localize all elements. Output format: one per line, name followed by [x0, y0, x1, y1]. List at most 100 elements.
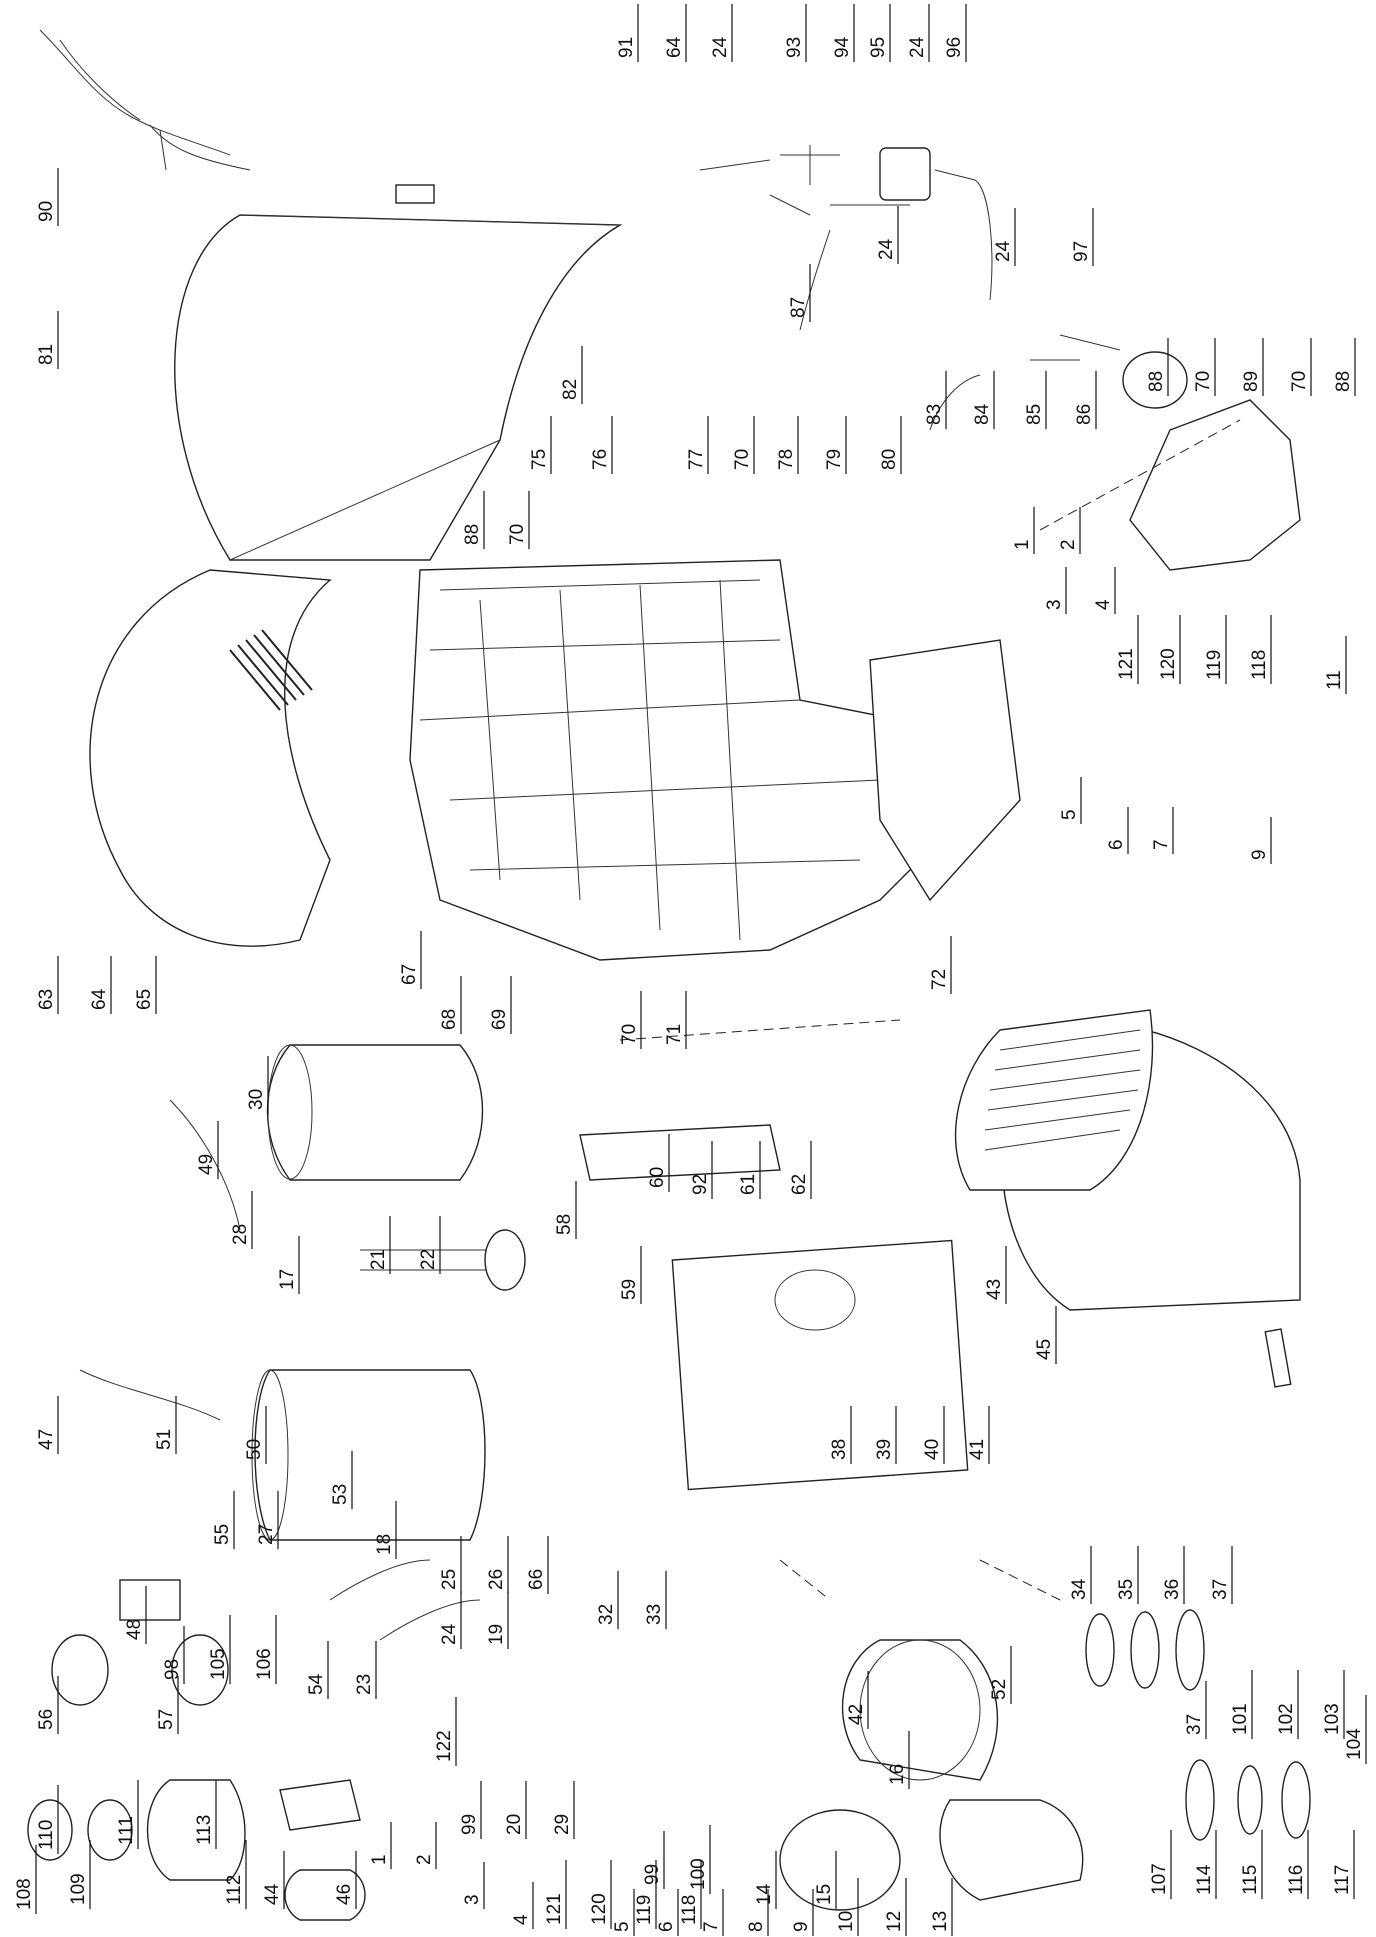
part-callout: 45 [1034, 1306, 1057, 1364]
part-callout: 13 [930, 1878, 953, 1936]
part-number-label: 35 [1116, 1579, 1137, 1600]
part-number-label: 9 [791, 1921, 812, 1932]
part-callout: 117 [1332, 1830, 1355, 1899]
part-callout: 109 [68, 1840, 91, 1909]
part-number-label: 32 [596, 1604, 617, 1625]
part-callout: 3 [1044, 567, 1067, 614]
part-callout: 3 [462, 1862, 485, 1909]
group-head [841, 1639, 999, 1781]
part-callout: 93 [784, 4, 807, 62]
part-callout: 89 [1241, 338, 1264, 396]
part-number-label: 3 [1044, 599, 1065, 610]
part-number-label: 30 [246, 1089, 267, 1110]
part-number-label: 3 [462, 1894, 483, 1905]
part-number-label: 38 [829, 1439, 850, 1460]
part-number-label: 93 [784, 37, 805, 58]
part-number-label: 72 [929, 969, 950, 990]
part-callout: 119 [1204, 615, 1227, 684]
part-number-label: 49 [196, 1154, 217, 1175]
part-number-label: 109 [68, 1873, 89, 1905]
part-number-label: 21 [368, 1249, 389, 1270]
part-number-label: 85 [1024, 404, 1045, 425]
part-number-label: 70 [1193, 371, 1214, 392]
part-number-label: 50 [244, 1439, 265, 1460]
part-callout: 24 [710, 4, 733, 62]
part-number-label: 1 [369, 1854, 390, 1865]
part-number-label: 39 [874, 1439, 895, 1460]
part-callout: 91 [616, 4, 639, 62]
part-number-label: 119 [1204, 650, 1225, 680]
part-number-label: 15 [814, 1884, 835, 1905]
part-number-label: 70 [507, 524, 528, 545]
part-number-label: 78 [776, 449, 797, 470]
part-callout: 36 [1162, 1546, 1185, 1604]
part-callout: 51 [154, 1396, 177, 1454]
part-callout: 95 [868, 4, 891, 62]
part-number-label: 82 [560, 379, 581, 400]
part-callout: 55 [212, 1491, 235, 1549]
part-number-label: 121 [544, 1893, 565, 1925]
part-callout: 102 [1276, 1670, 1299, 1739]
part-callout: 32 [596, 1571, 619, 1629]
part-number-label: 107 [1149, 1863, 1170, 1895]
part-number-label: 91 [616, 37, 637, 58]
part-callout: 20 [504, 1781, 527, 1839]
part-callout: 41 [967, 1406, 990, 1464]
part-number-label: 6 [1106, 839, 1127, 850]
part-number-label: 122 [434, 1730, 455, 1762]
part-callout: 6 [656, 1889, 679, 1936]
part-callout: 24 [907, 4, 930, 62]
part-callout: 92 [690, 1141, 713, 1199]
part-number-label: 28 [230, 1224, 251, 1245]
part-callout: 14 [754, 1851, 777, 1909]
solenoid-valve [879, 147, 931, 201]
part-callout: 19 [486, 1591, 509, 1649]
part-number-label: 115 [1240, 1865, 1261, 1895]
part-callout: 82 [560, 346, 583, 404]
part-callout: 5 [1059, 777, 1082, 824]
part-number-label: 105 [208, 1648, 229, 1680]
part-callout: 118 [679, 1860, 702, 1929]
part-number-label: 12 [884, 1911, 905, 1932]
part-callout: 34 [1069, 1546, 1092, 1604]
part-number-label: 118 [679, 1895, 700, 1925]
boiler [254, 1369, 486, 1541]
part-callout: 65 [134, 956, 157, 1014]
part-callout: 61 [738, 1141, 761, 1199]
part-number-label: 7 [1151, 839, 1172, 850]
part-number-label: 116 [1286, 1865, 1307, 1895]
part-number-label: 77 [686, 449, 707, 470]
part-callout: 11 [1324, 636, 1347, 694]
part-number-label: 76 [590, 449, 611, 470]
part-number-label: 118 [1249, 650, 1270, 680]
part-callout: 52 [989, 1646, 1012, 1704]
part-number-label: 86 [1074, 404, 1095, 425]
part-callout: 101 [1230, 1670, 1253, 1739]
part-callout: 113 [194, 1780, 217, 1849]
part-number-label: 64 [664, 36, 685, 58]
part-callout: 122 [434, 1697, 457, 1766]
part-number-label: 56 [36, 1709, 57, 1730]
part-number-label: 59 [619, 1279, 640, 1300]
part-number-label: 87 [788, 297, 809, 318]
part-callout: 49 [196, 1121, 219, 1179]
part-number-label: 80 [879, 449, 900, 470]
part-callout: 26 [486, 1536, 509, 1594]
part-callout: 10 [836, 1878, 859, 1936]
part-number-label: 58 [554, 1214, 575, 1235]
part-callout: 1 [369, 1822, 392, 1869]
part-callout: 81 [36, 311, 59, 369]
part-number-label: 20 [504, 1814, 525, 1835]
insulation-sleeve [266, 1044, 484, 1181]
part-callout: 75 [529, 416, 552, 474]
part-number-label: 94 [832, 36, 853, 58]
part-callout: 53 [330, 1451, 353, 1509]
part-number-label: 46 [334, 1884, 355, 1905]
part-callout: 6 [1106, 807, 1129, 854]
part-number-label: 117 [1332, 1865, 1353, 1895]
part-callout: 18 [374, 1501, 397, 1559]
back-cover [174, 214, 623, 561]
part-number-label: 22 [418, 1249, 439, 1270]
part-callout: 67 [399, 931, 422, 989]
part-callout: 112 [224, 1840, 247, 1909]
